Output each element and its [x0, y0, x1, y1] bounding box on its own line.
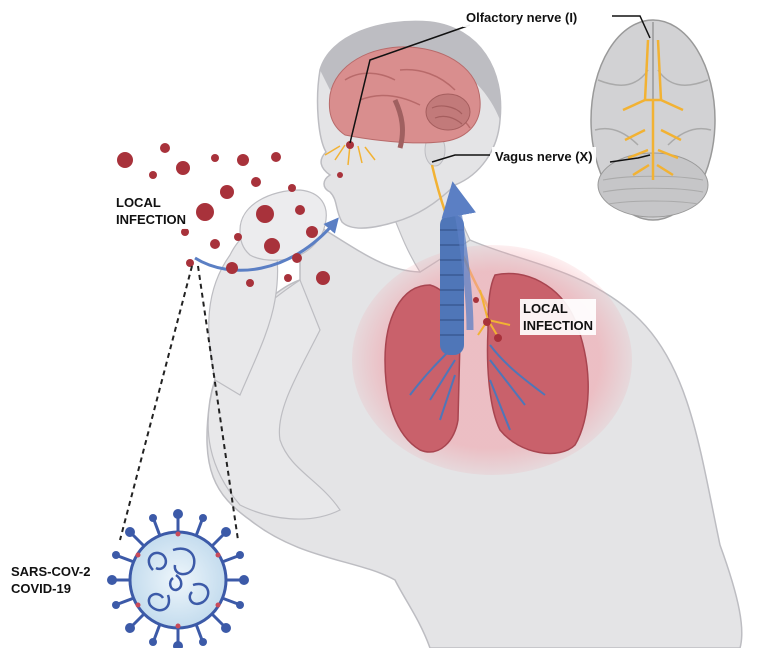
- virus-droplet-cloud: [117, 143, 330, 287]
- local-infection-left-label: LOCAL INFECTION: [113, 193, 190, 229]
- brain-inferior-view: [590, 19, 716, 221]
- vagus-nerve-label: Vagus nerve (X): [492, 147, 596, 166]
- zoom-lines: [119, 265, 239, 541]
- coronavirus-particle-icon: [117, 143, 190, 175]
- virus-name-label: SARS-COV-2 COVID-19: [11, 564, 91, 596]
- hair: [320, 21, 501, 121]
- lungs: [352, 245, 632, 475]
- local-infection-right-label: LOCAL INFECTION: [520, 299, 597, 335]
- ascending-arrow-icon: [441, 181, 476, 331]
- olfactory-nerve-endings: [324, 141, 376, 178]
- virion-closeup: [107, 509, 249, 651]
- olfactory-nerve-label: Olfactory nerve (I): [463, 8, 581, 27]
- exhalation-arrow-icon: [194, 217, 339, 272]
- label-pointers: [349, 15, 651, 163]
